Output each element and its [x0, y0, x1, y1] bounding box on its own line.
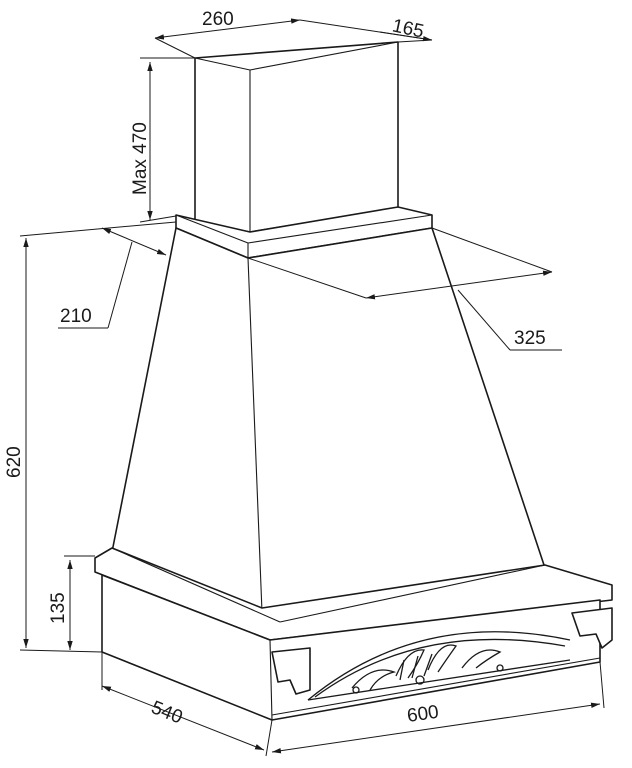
dim-total-height: 620	[4, 221, 177, 653]
collar-plate	[175, 206, 433, 259]
dim-base-width: 600	[271, 661, 605, 754]
dim-collar-width-label: 325	[514, 328, 546, 349]
dim-top-width-label: 260	[202, 9, 234, 30]
dim-chimney-height: Max 470	[130, 57, 195, 223]
dim-base-width-label: 600	[406, 702, 440, 727]
dim-top-depth-label: 165	[390, 15, 425, 42]
carved-ornament	[307, 631, 571, 701]
dim-base-height: 135	[48, 555, 95, 650]
dim-collar-depth-label: 210	[60, 306, 92, 327]
dim-top-depth: 165	[299, 15, 433, 43]
chimney-box	[194, 41, 399, 233]
dim-top-width: 260	[154, 9, 301, 59]
dim-total-height-label: 620	[4, 446, 25, 478]
dim-chimney-height-label: Max 470	[130, 122, 151, 195]
dim-base-height-label: 135	[48, 592, 69, 624]
dim-collar-width: 325	[247, 227, 562, 351]
dim-collar-depth: 210	[58, 227, 167, 329]
dim-base-depth-label: 540	[148, 697, 185, 728]
